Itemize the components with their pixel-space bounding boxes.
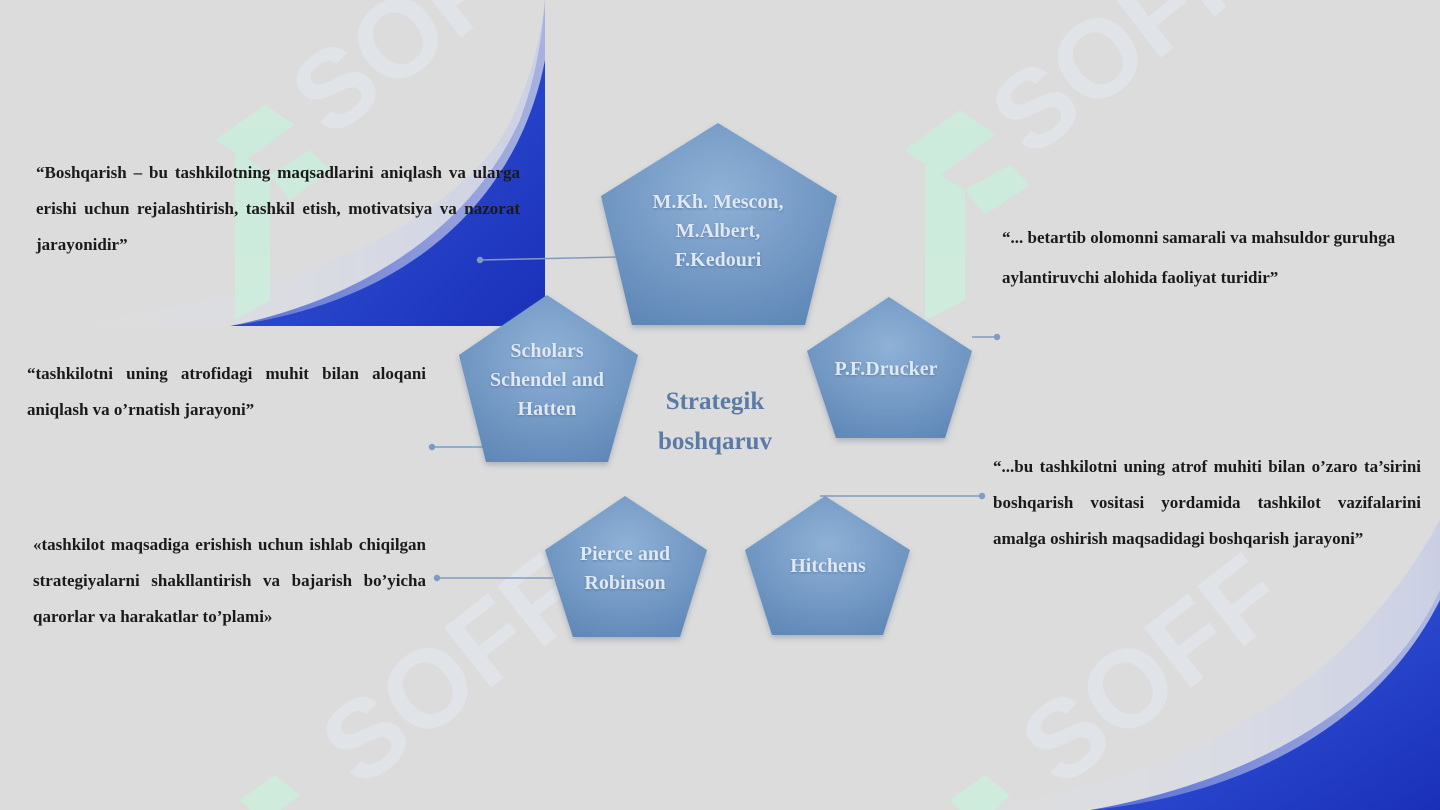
definition-mescon: “Boshqarish – bu tashkilotning maqsadlar…: [36, 163, 520, 254]
soff-logo-icon: [215, 105, 1030, 810]
definition-drucker: “... betartib olomonni samarali va mahsu…: [1002, 228, 1396, 287]
node-schendel-line-1: Scholars: [510, 340, 584, 362]
node-pierce-line-2: Robinson: [584, 572, 666, 594]
pentagon-mescon: [601, 123, 837, 325]
pentagon-drucker: [807, 297, 972, 438]
node-mescon-line-3: F.Kedouri: [674, 249, 762, 271]
node-mescon-label: M.Kh. Mescon, M.Albert, F.Kedouri: [608, 188, 828, 275]
node-pierce-label: Pierce and Robinson: [545, 540, 705, 598]
center-label-line-2: boshqaruv: [658, 428, 772, 455]
node-mescon-line-2: M.Albert,: [675, 220, 761, 242]
center-label-line-1: Strategik: [665, 388, 765, 415]
definition-pierce: «tashkilot maqsadiga erishish uchun ishl…: [33, 535, 426, 626]
bottom-right-swoosh: [1090, 590, 1440, 810]
node-hitchens-line-1: Hitchens: [790, 555, 866, 577]
node-mescon-line-1: M.Kh. Mescon,: [652, 191, 784, 213]
node-drucker-line-1: P.F.Drucker: [834, 358, 938, 380]
top-left-swoosh: [230, 0, 545, 326]
node-hitchens-label: Hitchens: [748, 552, 908, 581]
node-drucker-label: P.F.Drucker: [806, 355, 966, 384]
definition-hitchens: “...bu tashkilotni uning atrof muhiti bi…: [993, 457, 1421, 548]
center-label: Strategik boshqaruv: [625, 382, 805, 462]
definition-schendel: “tashkilotni uning atrofidagi muhit bila…: [27, 364, 426, 419]
connector-mescon: [479, 256, 621, 261]
pentagon-schendel: [459, 295, 638, 462]
node-schendel-label: Scholars Schendel and Hatten: [462, 337, 632, 424]
pentagon-pierce: [545, 496, 707, 637]
top-left-pale-swoosh: [60, 0, 545, 326]
node-pierce-line-1: Pierce and: [579, 543, 671, 565]
node-schendel-line-2: Schendel and: [490, 369, 604, 391]
bottom-right-pale-swoosh: [960, 520, 1440, 810]
node-schendel-line-3: Hatten: [517, 398, 577, 420]
pentagon-hitchens: [745, 496, 910, 635]
